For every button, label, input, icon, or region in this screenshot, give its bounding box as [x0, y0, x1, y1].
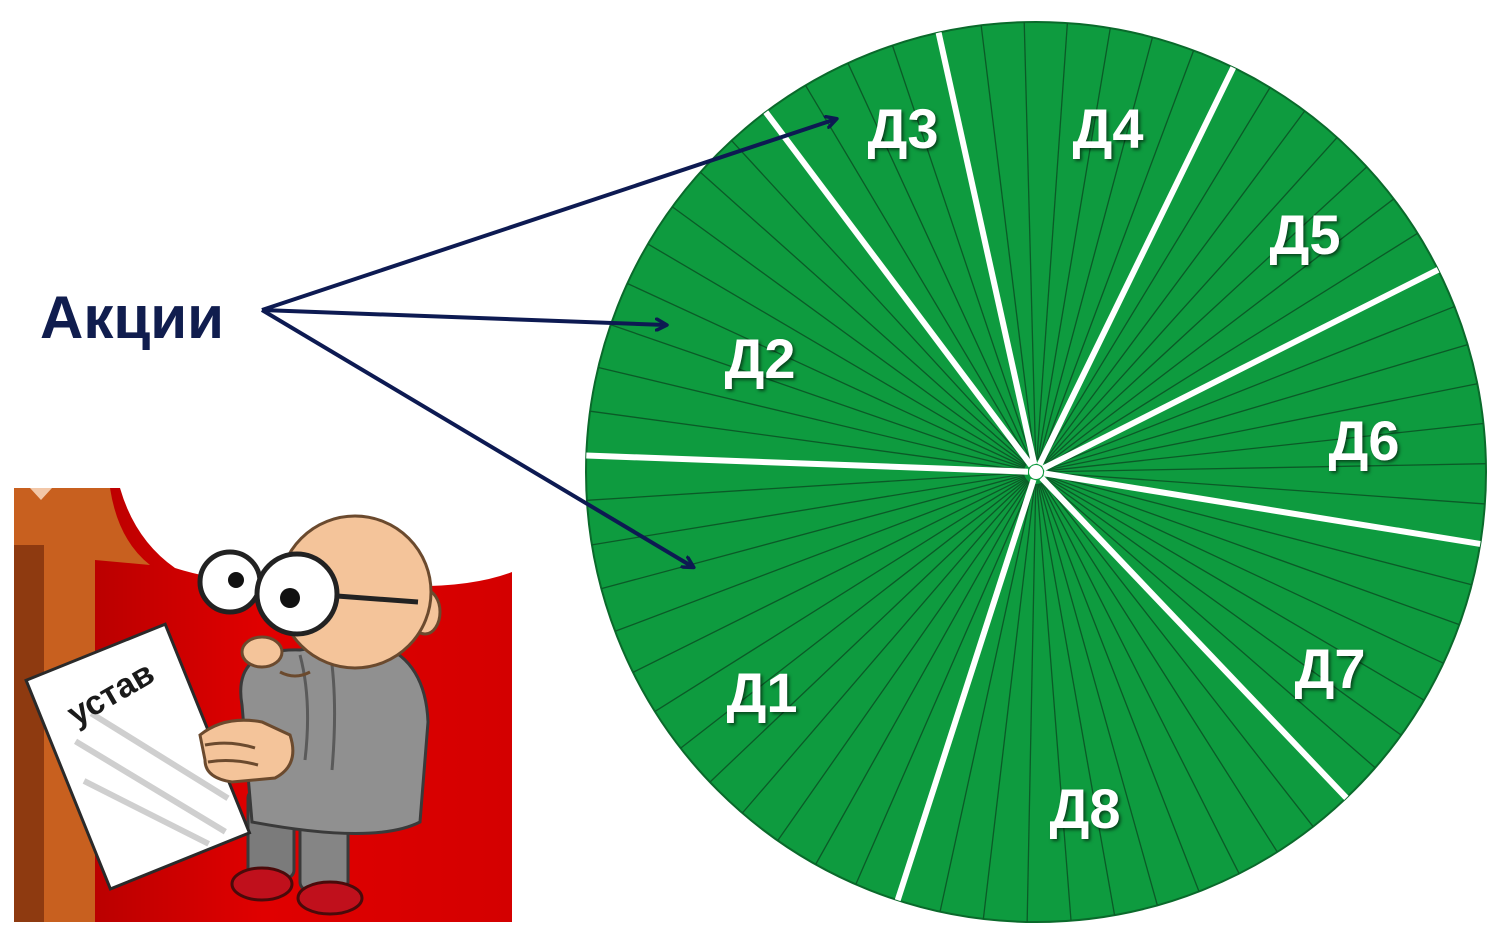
- share-divider: [1042, 110, 1306, 463]
- share-divider: [598, 366, 1025, 470]
- share-divider: [741, 480, 1029, 814]
- mouth: [279, 670, 311, 678]
- share-divider: [709, 479, 1028, 783]
- sector-divider: [1043, 470, 1481, 547]
- sector-label-d8: Д8: [1049, 777, 1120, 840]
- share-divider: [590, 410, 1025, 472]
- curtain-notch: [30, 488, 52, 500]
- sector-label-d1: Д1: [726, 661, 797, 724]
- pie-center: [1029, 465, 1043, 479]
- sector-divider: [763, 110, 1034, 468]
- share-divider: [1037, 483, 1116, 916]
- share-arrows: [260, 119, 836, 567]
- arrow-to-share-d1: [260, 308, 693, 567]
- share-divider: [601, 474, 1025, 590]
- share-divider: [1045, 232, 1418, 467]
- share-divider: [980, 25, 1036, 461]
- hand: [198, 718, 295, 784]
- sector-divider: [586, 452, 1029, 475]
- share-divider: [1039, 50, 1195, 461]
- share-divider: [591, 473, 1025, 546]
- share-divider: [610, 324, 1025, 469]
- shares-label: Акции: [40, 284, 224, 351]
- left-shoe: [230, 866, 294, 902]
- glasses-temple: [336, 593, 419, 605]
- share-divider: [1039, 482, 1200, 892]
- arrow-to-share-d3: [261, 119, 836, 312]
- share-divider: [1047, 344, 1468, 470]
- share-divider: [632, 476, 1026, 673]
- share-divider: [680, 478, 1027, 749]
- share-divider: [1041, 87, 1271, 463]
- share-divider: [1036, 483, 1072, 921]
- front-eye-pupil: [280, 588, 300, 608]
- share-divider: [1044, 166, 1368, 465]
- share-divider: [777, 481, 1030, 841]
- sector-label-d6: Д6: [1328, 409, 1399, 472]
- share-divider: [1047, 463, 1486, 473]
- sector-labels: Д1 Д2 Д3 Д4 Д5 Д6 Д7 Д8: [724, 97, 1399, 840]
- share-divider: [1045, 478, 1402, 736]
- sector-dividers: [586, 32, 1481, 902]
- share-divider: [1046, 477, 1425, 701]
- share-divider: [1047, 422, 1484, 472]
- share-divider: [1046, 305, 1455, 469]
- share-divider: [614, 475, 1026, 632]
- share-divider: [586, 472, 1025, 501]
- sector-label-d5: Д5: [1269, 203, 1340, 266]
- sector-divider: [1036, 66, 1236, 467]
- back-eye-pupil: [228, 572, 244, 588]
- fingers: [204, 741, 259, 767]
- authorized-capital-pie: [585, 21, 1487, 923]
- man-reading-charter-illustration: устав: [14, 488, 512, 922]
- charter-page-shine: [73, 710, 230, 847]
- share-divider: [805, 85, 1031, 463]
- share-dividers: [586, 22, 1486, 922]
- share-divider: [1038, 37, 1154, 461]
- share-divider: [1037, 28, 1111, 461]
- share-divider: [1047, 475, 1460, 626]
- share-divider: [1036, 23, 1069, 461]
- sector-divider: [894, 478, 1037, 902]
- sector-label-d3: Д3: [867, 97, 938, 160]
- sector-label-d4: Д4: [1072, 97, 1143, 160]
- share-divider: [1042, 481, 1314, 827]
- share-divider: [672, 206, 1027, 466]
- sector-divider: [935, 32, 1038, 465]
- share-divider: [1047, 474, 1472, 586]
- share-divider: [1044, 479, 1376, 769]
- share-divider: [647, 243, 1026, 467]
- sector-label-d7: Д7: [1294, 637, 1365, 700]
- share-divider: [891, 45, 1033, 461]
- share-divider: [1041, 481, 1278, 853]
- share-divider: [982, 483, 1036, 919]
- share-divider: [939, 483, 1035, 912]
- share-divider: [1045, 198, 1395, 466]
- share-divider: [1040, 482, 1240, 874]
- share-divider: [1023, 22, 1037, 461]
- nose: [240, 635, 284, 669]
- sector-label-d2: Д2: [724, 327, 795, 390]
- charter-document: устав: [24, 622, 252, 891]
- sector-divider: [1039, 475, 1349, 800]
- share-divider: [1047, 383, 1478, 471]
- right-shoe: [296, 880, 364, 916]
- arrow-to-share-d2: [261, 308, 666, 325]
- share-divider: [1047, 472, 1485, 505]
- share-divider: [1038, 483, 1158, 906]
- share-divider: [815, 482, 1031, 865]
- share-divider: [1046, 476, 1444, 664]
- share-divider: [654, 477, 1027, 712]
- sector-divider: [1041, 267, 1440, 472]
- share-divider: [1043, 137, 1338, 464]
- share-divider: [699, 171, 1028, 465]
- curtain-shadow: [14, 545, 44, 922]
- share-divider: [627, 282, 1026, 468]
- share-divider: [1026, 483, 1037, 922]
- share-divider: [731, 140, 1029, 464]
- share-divider: [855, 482, 1032, 885]
- share-divider: [847, 62, 1032, 462]
